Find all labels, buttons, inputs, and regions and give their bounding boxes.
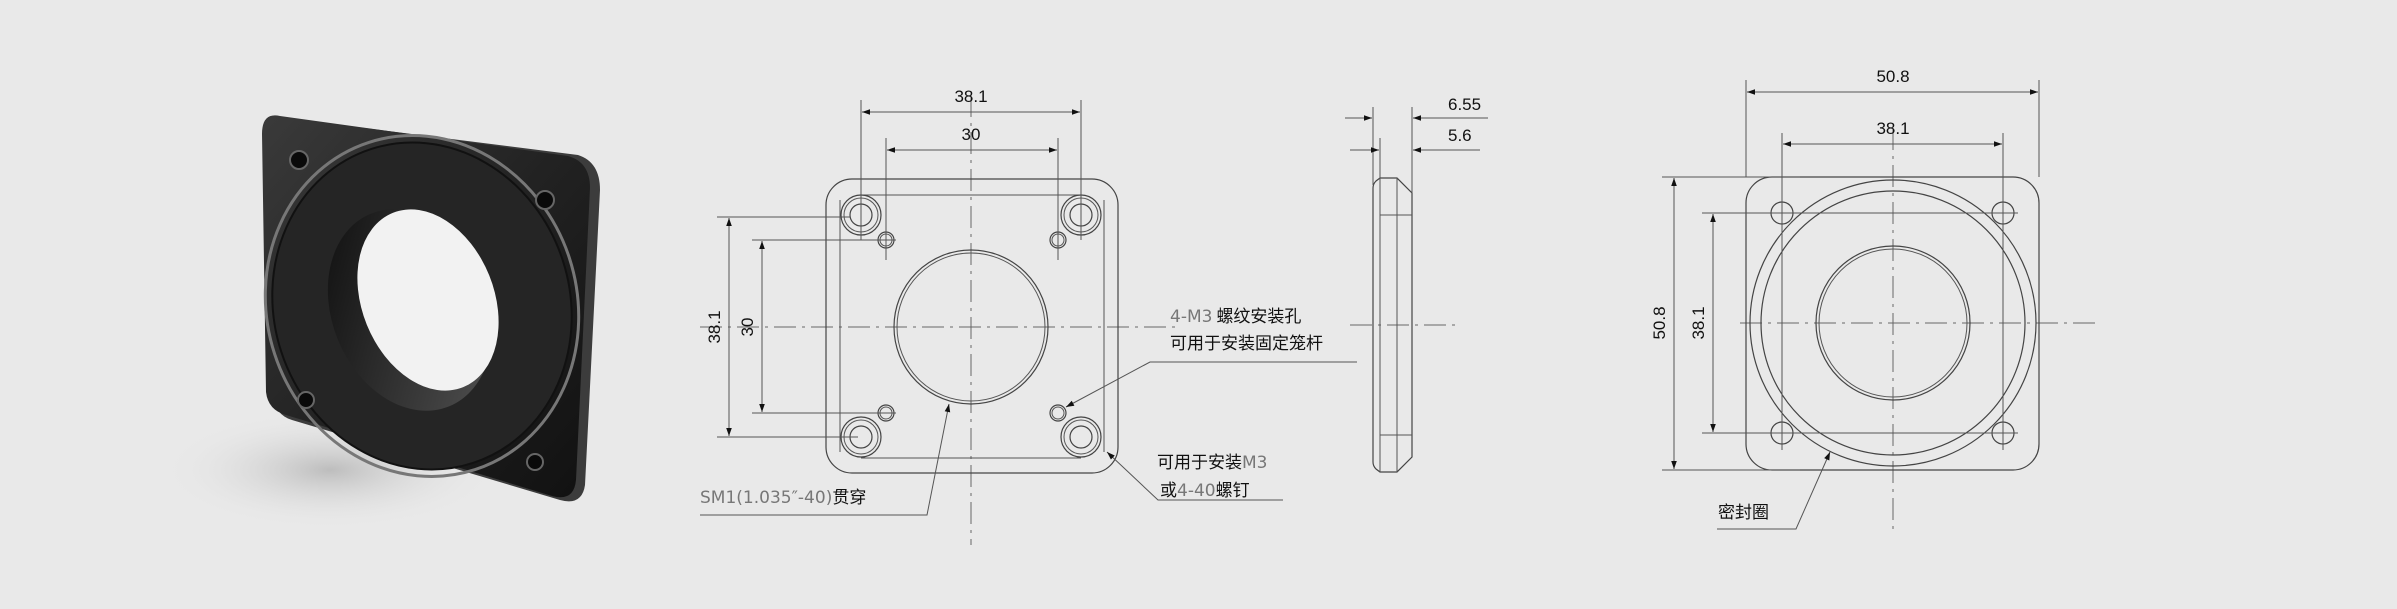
dim-front-left-inner: 30	[738, 318, 757, 337]
bore-hole	[357, 209, 499, 391]
seal-groove	[1749, 179, 2037, 467]
dim-side-body: 5.6	[1448, 126, 1472, 145]
mount-hole-bl	[297, 391, 315, 409]
dim-back-left-inner: 38.1	[1689, 306, 1708, 339]
note-screw-line1: 可用于安装M3	[1157, 453, 1267, 473]
seal-ring	[263, 134, 581, 478]
dim-back-top-inner: 38.1	[1876, 119, 1909, 138]
note-screw-line2: 或4-40螺钉	[1160, 481, 1250, 501]
product-render	[160, 115, 600, 530]
mount-hole-tr	[535, 190, 555, 210]
note-seal-ring: 密封圈	[1718, 503, 1769, 523]
back-view: 50.8 38.1 50.8 38.1 密封圈	[1650, 67, 2095, 530]
note-cage-rod: 可用于安装固定笼杆	[1170, 334, 1323, 354]
thread-bore	[893, 249, 1049, 405]
mount-hole-tl	[289, 150, 309, 170]
mount-hole-br	[526, 453, 544, 471]
dim-side-total: 6.55	[1448, 95, 1481, 114]
dim-front-top-inner: 30	[962, 125, 981, 144]
dim-back-top-outer: 50.8	[1876, 67, 1909, 86]
dim-front-left-outer: 38.1	[705, 310, 724, 343]
dim-front-top-outer: 38.1	[954, 87, 987, 106]
dim-back-left-outer: 50.8	[1650, 306, 1669, 339]
side-view: 6.55 5.6	[1345, 95, 1488, 473]
note-sm1-thread: SM1(1.035″-40)贯穿	[700, 488, 866, 508]
